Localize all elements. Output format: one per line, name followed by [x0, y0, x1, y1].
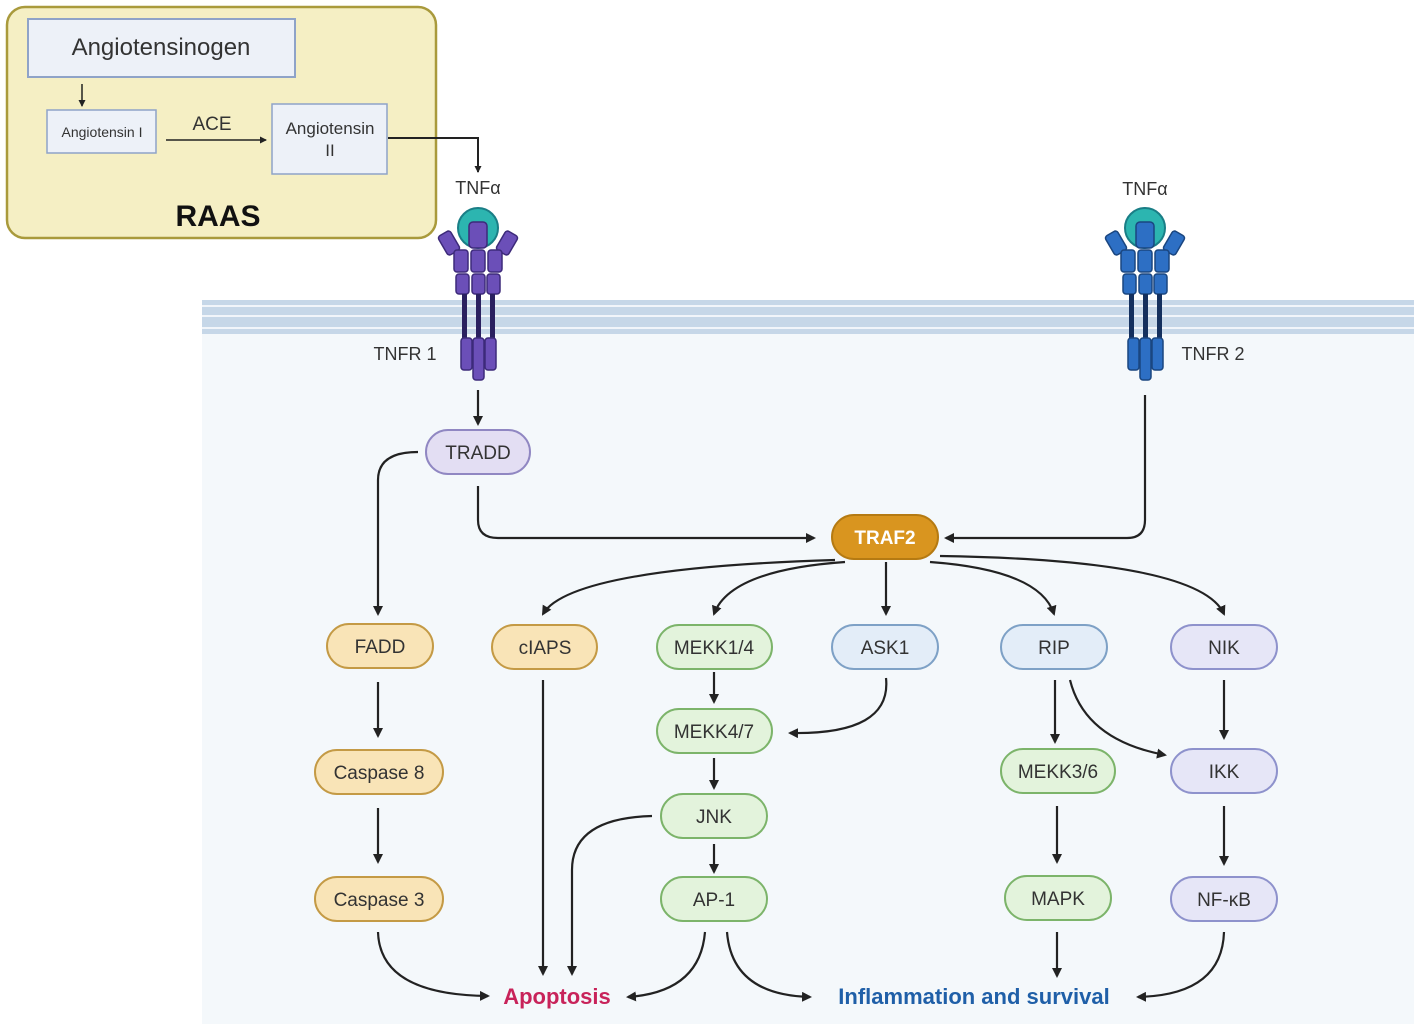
- tnfr1-label: TNFR 1: [374, 344, 437, 364]
- edge-traf2-mekk14: [712, 560, 846, 616]
- node-nik-label: NIK: [1208, 638, 1240, 659]
- cell-membrane: [202, 300, 1414, 334]
- node-mapk: MAPK: [1004, 875, 1112, 921]
- edge-traf2-rip: [929, 560, 1057, 616]
- outcome-apoptosis: Apoptosis: [503, 984, 611, 1009]
- tnfa-right-label: TNFα: [1122, 179, 1167, 199]
- angiotensinogen-label: Angiotensinogen: [72, 34, 251, 61]
- node-ap1-label: AP-1: [693, 890, 735, 911]
- node-ap1: AP-1: [660, 876, 768, 922]
- ace-label: ACE: [192, 114, 231, 135]
- node-jnk: JNK: [660, 793, 768, 839]
- node-nfkb-label: NF-κB: [1197, 890, 1251, 911]
- node-ask1: ASK1: [831, 624, 939, 670]
- node-tradd: TRADD: [425, 429, 531, 475]
- edge-traf2-nik: [939, 554, 1226, 616]
- node-ciaps: cIAPS: [491, 624, 598, 670]
- tnfa-left-label: TNFα: [455, 178, 500, 198]
- angiotensin-2-label-line2: II: [325, 141, 334, 160]
- edge-ap1-inflammation: [725, 931, 812, 1002]
- node-nik: NIK: [1170, 624, 1278, 670]
- edge-angiotensin2-tnfa: [388, 137, 482, 173]
- node-jnk-label: JNK: [696, 807, 732, 828]
- node-caspase3: Caspase 3: [314, 876, 444, 922]
- edge-caspase3-apoptosis: [376, 931, 490, 1001]
- angiotensinogen-box: [27, 18, 296, 78]
- edge-tnfr2-traf2: [944, 395, 1147, 543]
- tnfr2-label: TNFR 2: [1182, 344, 1245, 364]
- node-tradd-label: TRADD: [445, 443, 510, 464]
- edge-traf2-ciaps: [541, 558, 836, 616]
- node-caspase8-label: Caspase 8: [334, 763, 425, 784]
- node-ikk-label: IKK: [1209, 762, 1240, 783]
- edges: [373, 390, 1229, 1002]
- edge-ap1-apoptosis: [626, 931, 707, 1002]
- node-ask1-label: ASK1: [861, 638, 910, 659]
- angiotensin-1-box: [46, 109, 157, 154]
- edge-tradd-traf2: [476, 486, 816, 543]
- node-traf2-label: TRAF2: [854, 528, 915, 549]
- tnfr2-receptor: [1104, 207, 1186, 381]
- node-ciaps-label: cIAPS: [519, 638, 572, 659]
- node-rip-label: RIP: [1038, 638, 1070, 659]
- outcome-inflammation-survival: Inflammation and survival: [838, 984, 1109, 1009]
- node-mekk47-label: MEKK4/7: [674, 722, 754, 743]
- node-nfkb: NF-κB: [1170, 876, 1278, 922]
- node-mekk14: MEKK1/4: [656, 624, 773, 670]
- raas-box: Angiotensinogen Angiotensin I Angiotensi…: [5, 5, 438, 240]
- node-mekk36: MEKK3/6: [1000, 748, 1116, 794]
- node-fadd: FADD: [326, 623, 434, 669]
- edge-ask1-mekk47: [788, 677, 888, 739]
- tnfr1-receptor: [437, 207, 519, 381]
- node-mekk36-label: MEKK3/6: [1018, 762, 1098, 783]
- node-caspase8: Caspase 8: [314, 749, 444, 795]
- node-traf2: TRAF2: [831, 514, 939, 560]
- node-rip: RIP: [1000, 624, 1108, 670]
- node-mapk-label: MAPK: [1031, 889, 1085, 910]
- angiotensin-2-label-line1: Angiotensin: [286, 119, 375, 138]
- node-ikk: IKK: [1170, 748, 1278, 794]
- edge-rip-ikk: [1068, 679, 1167, 759]
- edge-tradd-fadd: [373, 450, 419, 616]
- raas-title: RAAS: [175, 200, 260, 233]
- node-mekk47: MEKK4/7: [656, 708, 773, 754]
- node-caspase3-label: Caspase 3: [334, 890, 425, 911]
- angiotensin-2-box: [271, 103, 388, 175]
- edge-nfkb-inflammation: [1136, 931, 1226, 1002]
- edge-jnk-apoptosis: [567, 814, 653, 976]
- node-fadd-label: FADD: [355, 637, 406, 658]
- node-mekk14-label: MEKK1/4: [674, 638, 755, 659]
- angiotensin-1-label: Angiotensin I: [62, 124, 143, 140]
